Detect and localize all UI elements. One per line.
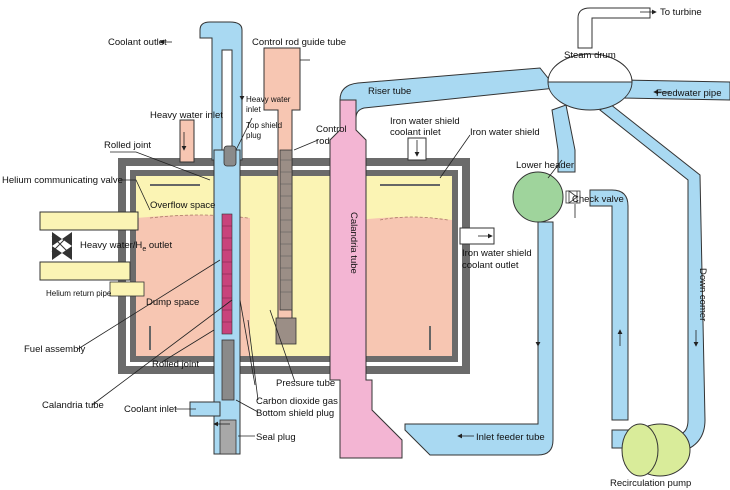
- label-iron-shield-inlet-1: Iron water shield: [390, 116, 460, 127]
- helium-communicating-valve-icon: [51, 235, 69, 253]
- iron-shield-coolant-outlet-pipe: [459, 227, 495, 245]
- label-helium-valve: Helium communicating valve: [2, 175, 123, 186]
- recirculation-pump: [621, 423, 691, 477]
- label-carbon-dioxide-gas: Carbon dioxide gas: [256, 396, 338, 407]
- label-riser-tube: Riser tube: [368, 86, 411, 97]
- label-lower-header: Lower header: [516, 160, 574, 171]
- flow-arrows: [159, 9, 699, 439]
- label-to-turbine: To turbine: [660, 7, 702, 18]
- label-rolled-joint-bottom: Rolled joint: [152, 359, 199, 370]
- label-calandria-tube-vertical: Calandria tube: [348, 212, 359, 274]
- label-coolant-inlet: Coolant inlet: [124, 404, 177, 415]
- steam-drum: [547, 53, 633, 111]
- label-pressure-tube: Pressure tube: [276, 378, 335, 389]
- label-control-rod-guide-tube: Control rod guide tube: [252, 37, 346, 48]
- label-heavy-water-inlet: Heavy water inlet: [150, 110, 223, 121]
- label-calandria-tube: Calandria tube: [42, 400, 104, 411]
- check-valve-icon: [565, 190, 581, 204]
- label-control-rod-2: rod: [316, 136, 330, 147]
- label-iron-shield-inlet-2: coolant inlet: [390, 127, 441, 138]
- label-he-subscript: e: [142, 246, 146, 253]
- label-steam-drum: Steam drum: [564, 50, 616, 61]
- heavy-water-inlet-pipe: [179, 119, 195, 163]
- label-heavy-water-top: Heavy water: [246, 95, 291, 104]
- label-inlet-feeder-tube: Inlet feeder tube: [476, 432, 545, 443]
- control-rod-guide-tube: [263, 47, 301, 345]
- label-rolled-joint-top: Rolled joint: [104, 140, 151, 151]
- label-down-comer: Down comer: [697, 268, 708, 321]
- label-he-outlet-tail: outlet: [146, 240, 172, 251]
- label-fuel-assembly: Fuel assembly: [24, 344, 85, 355]
- label-dump-space: Dump space: [146, 297, 199, 308]
- labels: Coolant outlet Control rod guide tube To…: [2, 7, 721, 489]
- label-top-shield-plug-2: plug: [246, 131, 261, 140]
- label-control-rod-1: Control: [316, 124, 347, 135]
- leader-lines: [77, 59, 576, 437]
- label-overflow-space: Overflow space: [150, 200, 215, 211]
- label-recirculation-pump: Recirculation pump: [610, 478, 691, 489]
- label-heavy-water-he: Heavy water/H: [80, 240, 142, 251]
- label-iron-shield-outlet-1: Iron water shield: [462, 248, 532, 259]
- helium-piping: [39, 211, 145, 297]
- coolant-channel: [189, 21, 243, 455]
- calandria-tube-riser: [329, 99, 403, 459]
- label-bottom-shield-plug: Bottom shield plug: [256, 408, 334, 419]
- label-top-shield-plug-1: Top shield: [246, 121, 282, 130]
- label-coolant-outlet: Coolant outlet: [108, 37, 167, 48]
- svg-text:Heavy water/He outlet: Heavy water/He outlet: [80, 240, 172, 253]
- label-iron-shield-outlet-2: coolant outlet: [462, 260, 519, 271]
- label-heavy-water-top2: inlet: [246, 105, 261, 114]
- label-check-valve: Check valve: [572, 194, 624, 205]
- label-seal-plug: Seal plug: [256, 432, 296, 443]
- label-iron-water-shield: Iron water shield: [470, 127, 540, 138]
- lower-header: [512, 171, 564, 223]
- label-helium-return-pipe: Helium return pipe: [46, 289, 112, 298]
- label-feedwater-pipe: Feedwater pipe: [656, 88, 721, 99]
